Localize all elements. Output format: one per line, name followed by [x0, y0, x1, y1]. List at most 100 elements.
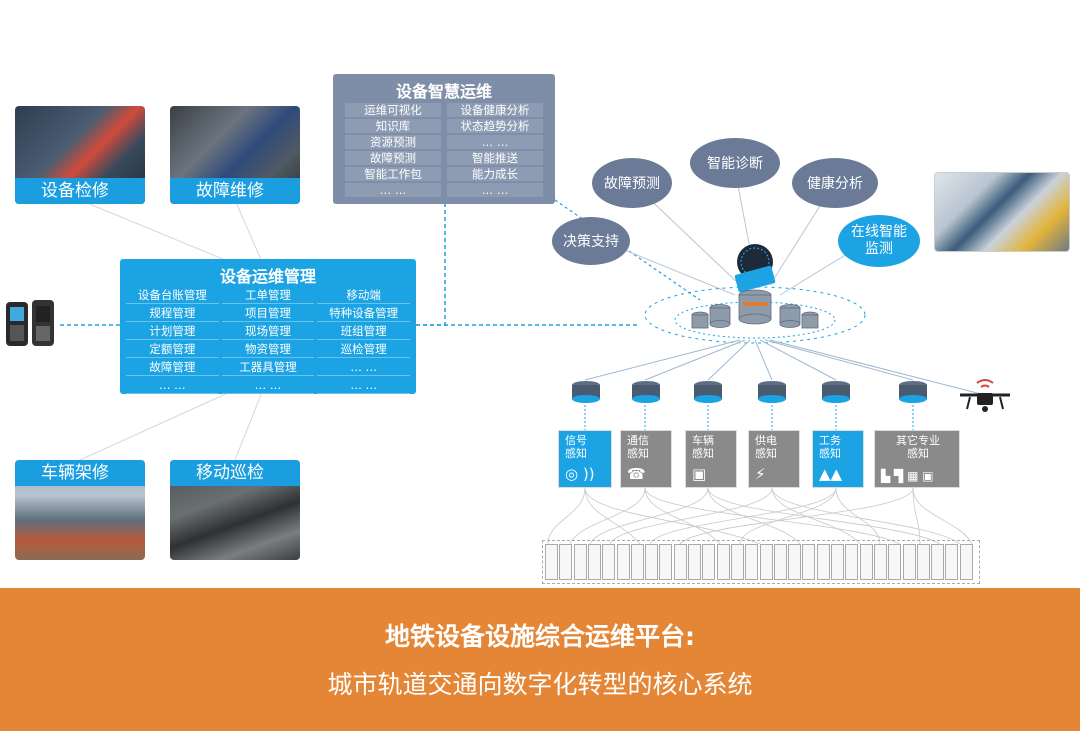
terminal-block	[602, 544, 616, 580]
management-title: 设备运维管理	[219, 267, 316, 286]
facility-icon: ▙ ▜ ▦ ▣	[881, 469, 934, 483]
photo-caption: 故障维修	[170, 178, 300, 204]
terminal-block	[931, 544, 945, 580]
smart-operation-panel: 设备智慧运维 运维可视化 设备健康分析 知识库 状态趋势分析 资源预测 … … …	[333, 74, 555, 204]
terminal-block	[945, 544, 959, 580]
management-item: 计划管理	[126, 324, 219, 340]
smart-item: 故障预测	[345, 151, 441, 165]
management-item: 工单管理	[221, 288, 315, 304]
sensor-label: 其它专业感知	[896, 434, 940, 460]
terminal-block	[645, 544, 659, 580]
smart-item: 智能工作包	[345, 167, 441, 181]
photo-vehicle-overhaul: 车辆架修	[15, 460, 145, 560]
smart-item: 智能推送	[447, 151, 543, 165]
database-icon	[758, 381, 786, 403]
terminal-block	[659, 544, 673, 580]
photo-caption: 移动巡检	[170, 460, 300, 486]
terminal-block	[802, 544, 816, 580]
database-icon	[694, 381, 722, 403]
terminal-block	[916, 544, 930, 580]
sensor-vehicle: 车辆感知 ▣	[685, 430, 737, 488]
database-icon	[899, 381, 927, 403]
sensor-label: 工务感知	[819, 434, 841, 460]
sensor-label: 信号感知	[565, 434, 587, 460]
management-item: 巡检管理	[317, 342, 410, 358]
data-center-icon	[691, 244, 819, 329]
terminal-block	[759, 544, 773, 580]
bubble-health-analysis: 健康分析	[792, 158, 878, 208]
photo-fault-repair: 故障维修	[170, 106, 300, 204]
sensor-track: 工务感知 ▲▲	[812, 430, 864, 488]
management-item: … …	[126, 378, 219, 394]
management-item: 设备台账管理	[126, 288, 219, 304]
terminal-block	[559, 544, 573, 580]
management-item: … …	[317, 378, 410, 394]
handheld-device-icon	[6, 300, 54, 346]
management-item: … …	[221, 378, 315, 394]
drone-icon	[960, 379, 1010, 412]
track-icon: ▲▲	[819, 465, 843, 483]
management-item: 定额管理	[126, 342, 219, 358]
terminal-block	[873, 544, 887, 580]
photo-caption: 车辆架修	[15, 460, 145, 486]
management-item: 移动端	[317, 288, 410, 304]
management-item: 工器具管理	[221, 360, 315, 376]
smart-item: 设备健康分析	[447, 103, 543, 117]
smart-item: … …	[447, 135, 543, 149]
management-item: … …	[317, 360, 410, 376]
smart-item: 资源预测	[345, 135, 441, 149]
database-icon	[572, 381, 600, 403]
management-item: 物资管理	[221, 342, 315, 358]
terminal-block	[630, 544, 644, 580]
terminal-block	[688, 544, 701, 580]
terminal-block	[902, 544, 916, 580]
photo-caption: 设备检修	[15, 178, 145, 204]
bubble-online-monitoring: 在线智能监测	[838, 215, 920, 267]
terminal-block	[845, 544, 859, 580]
connector-lines	[60, 169, 986, 545]
power-icon: ⚡	[755, 465, 766, 483]
terminal-block	[959, 544, 973, 580]
train-icon: ▣	[692, 465, 707, 483]
management-item: 规程管理	[126, 306, 219, 322]
management-item: 特种设备管理	[317, 306, 410, 322]
photo-monitoring-center	[934, 172, 1070, 252]
terminal-block	[888, 544, 902, 580]
banner-subtitle: 城市轨道交通向数字化转型的核心系统	[327, 670, 753, 699]
terminal-block	[859, 544, 873, 580]
terminal-block	[816, 544, 830, 580]
photo-mobile-inspection: 移动巡检	[170, 460, 300, 560]
terminal-block	[545, 544, 558, 580]
banner-title: 地铁设备设施综合运维平台:	[385, 622, 695, 651]
photo-equipment-maintenance: 设备检修	[15, 106, 145, 204]
smart-item: … …	[345, 183, 441, 197]
sensor-label: 车辆感知	[692, 434, 714, 460]
bubble-intelligent-diagnosis: 智能诊断	[690, 138, 780, 188]
terminal-block	[587, 544, 601, 580]
equipment-operation-management-panel: 设备运维管理 设备台账管理 工单管理 移动端 规程管理 项目管理 特种设备管理 …	[120, 259, 416, 394]
management-item: 班组管理	[317, 324, 410, 340]
terminal-block	[730, 544, 744, 580]
management-item: 现场管理	[221, 324, 315, 340]
sensor-label: 供电感知	[755, 434, 777, 460]
terminal-block	[616, 544, 630, 580]
terminal-block	[773, 544, 787, 580]
database-icon	[632, 381, 660, 403]
terminal-block	[716, 544, 730, 580]
bottom-banner: 地铁设备设施综合运维平台: 城市轨道交通向数字化转型的核心系统	[0, 588, 1080, 731]
terminal-block	[702, 544, 716, 580]
sensor-communication: 通信感知 ☎	[620, 430, 672, 488]
management-item: 项目管理	[221, 306, 315, 322]
radio-icon: ☎	[627, 465, 646, 483]
terminal-block	[745, 544, 759, 580]
management-items: 设备台账管理 工单管理 移动端 规程管理 项目管理 特种设备管理 计划管理 现场…	[126, 288, 410, 394]
management-item: 故障管理	[126, 360, 219, 376]
smart-item: 状态趋势分析	[447, 119, 543, 133]
sensor-other: 其它专业感知 ▙ ▜ ▦ ▣	[874, 430, 960, 488]
smart-title: 设备智慧运维	[395, 82, 492, 101]
smart-item: 能力成长	[447, 167, 543, 181]
smart-item: 知识库	[345, 119, 441, 133]
bubble-fault-prediction: 故障预测	[592, 158, 672, 208]
terminal-block	[831, 544, 844, 580]
terminal-block	[673, 544, 687, 580]
